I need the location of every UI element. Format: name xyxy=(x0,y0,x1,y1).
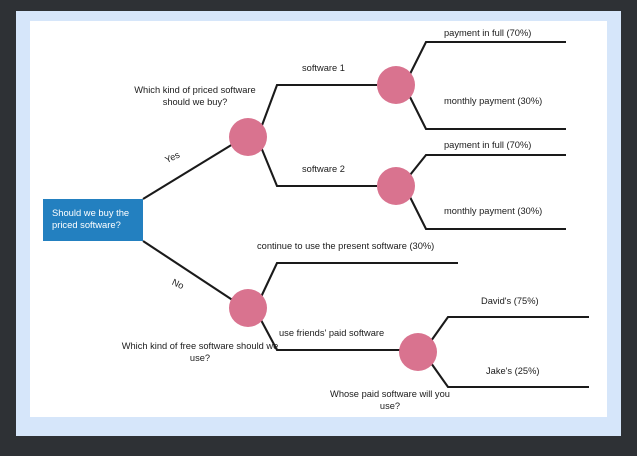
root-decision-box[interactable]: Should we buy the priced software? xyxy=(43,199,143,241)
edge-label-use-friends: use friends' paid software xyxy=(279,328,385,338)
outcome-sw1-payment-in-full: payment in full (70%) xyxy=(444,28,532,38)
diagram-frame xyxy=(16,11,621,436)
outcome-sw2-payment-in-full: payment in full (70%) xyxy=(444,140,532,150)
node-priced-software[interactable] xyxy=(229,118,267,156)
edge-label-software-1: software 1 xyxy=(302,63,345,73)
edge-sw2-monthly xyxy=(409,196,566,231)
edge-jakes xyxy=(430,362,589,389)
edge-root-no xyxy=(142,240,235,302)
edge-continue-present xyxy=(260,261,458,298)
question-whose-paid-software: Whose paid software will you use? xyxy=(330,389,450,411)
edge-davids xyxy=(430,315,589,342)
question-free-software: Which kind of free software should we us… xyxy=(121,341,279,363)
question-priced-software: Which kind of priced software should we … xyxy=(134,85,256,107)
node-software-1-payment[interactable] xyxy=(377,66,415,104)
outcome-davids: David's (75%) xyxy=(481,296,539,306)
outcome-sw2-monthly-payment: monthly payment (30%) xyxy=(444,206,543,216)
edge-root-yes xyxy=(142,143,234,200)
edge-sw1-monthly xyxy=(409,96,566,131)
node-free-software[interactable] xyxy=(229,289,267,327)
node-software-2-payment[interactable] xyxy=(377,167,415,205)
node-whose-paid-software[interactable] xyxy=(399,333,437,371)
edge-sw1-full xyxy=(409,40,566,75)
outcome-sw1-monthly-payment: monthly payment (30%) xyxy=(444,96,543,106)
edge-label-continue-present: continue to use the present software (30… xyxy=(257,241,435,251)
edge-software-2 xyxy=(260,146,377,188)
edge-label-software-2: software 2 xyxy=(302,164,345,174)
edge-sw2-full xyxy=(409,153,566,176)
edge-use-friends xyxy=(260,319,400,352)
outcome-jakes: Jake's (25%) xyxy=(486,366,540,376)
edge-software-1 xyxy=(260,83,377,129)
